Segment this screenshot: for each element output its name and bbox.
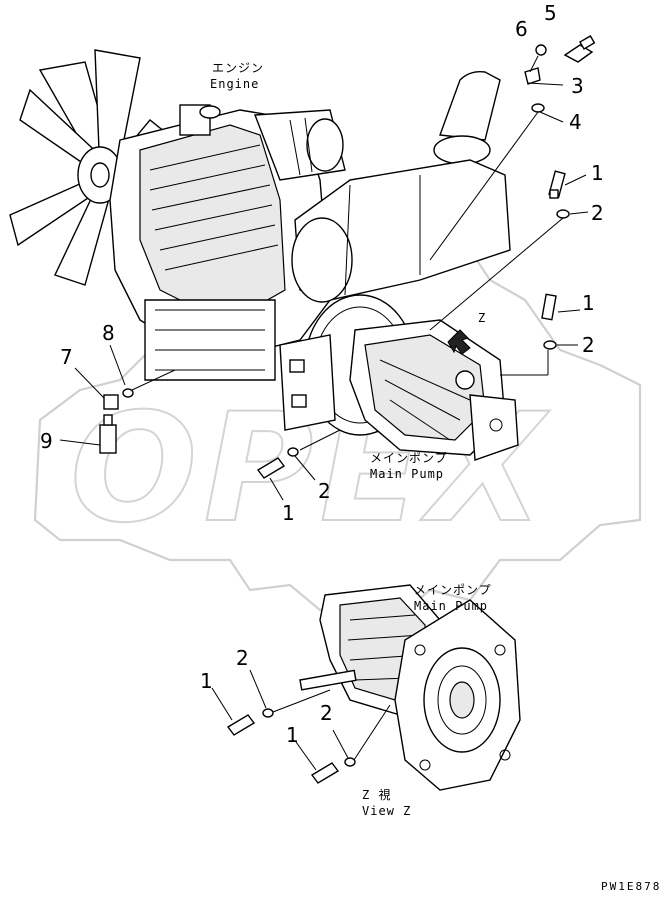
main-pump-label-en: Main Pump xyxy=(370,467,444,481)
part-oring-2b xyxy=(543,340,557,350)
main-pump-2-label-en: Main Pump xyxy=(414,599,488,613)
callout-2-b: 2 xyxy=(582,333,595,357)
callout-2-e: 2 xyxy=(320,701,333,725)
view-z-label-en: View Z xyxy=(362,804,411,818)
part-plug-7 xyxy=(103,394,119,410)
drawing-code: PW1E878 xyxy=(601,880,661,893)
part-switch-9 xyxy=(99,414,117,454)
view-direction-arrow-icon xyxy=(447,329,471,355)
main-pump-drawing xyxy=(349,319,519,461)
callout-2-d: 2 xyxy=(236,646,249,670)
callout-4: 4 xyxy=(569,110,582,134)
part-sensor-1a xyxy=(548,170,566,199)
z-marker: Z xyxy=(478,311,486,325)
main-pump-label-jp: メインポンプ xyxy=(370,451,448,465)
callout-1-d: 1 xyxy=(200,669,213,693)
part-elbow-3 xyxy=(524,67,541,85)
callout-7: 7 xyxy=(60,345,73,369)
callout-5: 5 xyxy=(544,1,557,25)
part-oring-2a xyxy=(556,209,570,219)
callout-1-a: 1 xyxy=(591,161,604,185)
callout-9: 9 xyxy=(40,429,53,453)
part-sensor-1e xyxy=(310,762,340,784)
fan-icon xyxy=(9,49,177,286)
part-oring-8 xyxy=(122,388,134,398)
part-oring-2e xyxy=(344,757,356,767)
view-z-pump-drawing xyxy=(299,584,521,791)
view-z-label-jp: Z 視 xyxy=(362,787,391,802)
part-sensor-1b xyxy=(541,293,557,321)
part-sensor-1c xyxy=(256,457,286,479)
engine-label-jp: エンジン xyxy=(212,61,264,75)
callout-2-c: 2 xyxy=(318,479,331,503)
callout-numbers: 5 6 3 4 1 2 1 2 8 7 9 2 1 2 1 2 1 xyxy=(40,1,604,747)
part-sensor-5 xyxy=(563,35,596,63)
part-oring-2c xyxy=(287,447,299,457)
engine-label-en: Engine xyxy=(210,77,259,91)
part-oring-2d xyxy=(262,708,274,718)
callout-6: 6 xyxy=(515,17,528,41)
main-pump-2-label-jp: メインポンプ xyxy=(414,583,492,597)
engine-drawing xyxy=(9,49,511,436)
part-plug-6 xyxy=(535,44,547,56)
callout-1-e: 1 xyxy=(286,723,299,747)
callout-1-b: 1 xyxy=(582,291,595,315)
callout-1-c: 1 xyxy=(282,501,295,525)
callout-3: 3 xyxy=(571,74,584,98)
text-labels: エンジン Engine メインポンプ Main Pump メインポンプ Main… xyxy=(210,61,661,893)
callout-2-a: 2 xyxy=(591,201,604,225)
leader-lines xyxy=(59,55,589,771)
part-oring-4 xyxy=(531,103,545,113)
callout-8: 8 xyxy=(102,321,115,345)
part-sensor-1d xyxy=(226,714,256,736)
